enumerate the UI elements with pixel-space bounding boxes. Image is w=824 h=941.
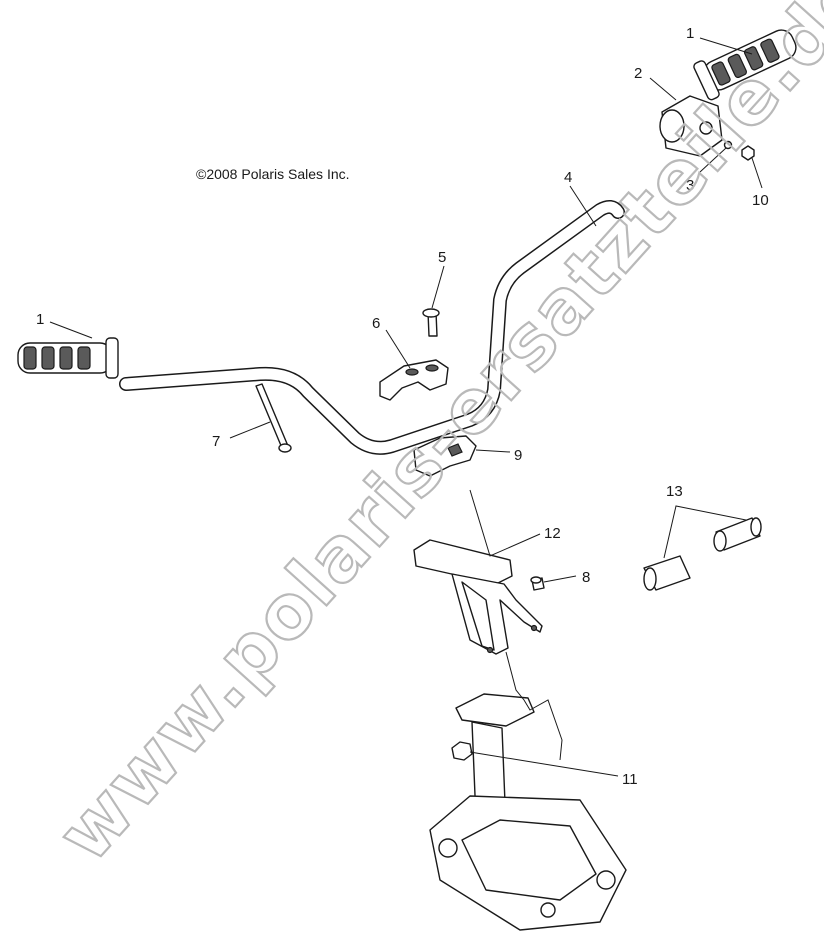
copyright-text: ©2008 Polaris Sales Inc.: [196, 166, 350, 182]
handlebar: [119, 200, 625, 455]
callout-throttle-housing: 2: [634, 65, 642, 82]
callout-nut-small: 10: [752, 192, 769, 209]
watermark-logo: www.polaris-ersatzteile.de: [41, 0, 824, 878]
grip-right: [693, 29, 797, 101]
clamp-top: [379, 359, 449, 401]
callout-bolt-short: 8: [582, 569, 590, 586]
steering-column: [429, 693, 627, 931]
callout-bolt-top: 5: [438, 249, 446, 266]
nut-small: [741, 145, 755, 161]
callout-clamp-bottom: 9: [514, 447, 522, 464]
grip-left: [17, 337, 119, 379]
bolt-short: [530, 576, 545, 591]
bolt-long: [255, 383, 292, 453]
bracket: [413, 539, 543, 655]
callout-bolt-long: 7: [212, 433, 220, 450]
leader-lines: [49, 37, 763, 777]
screw-small: [723, 140, 733, 150]
clamp-bottom: [413, 435, 477, 477]
nut-bottom: [451, 741, 473, 761]
callout-clamp-top: 6: [372, 315, 380, 332]
plug-pair: [643, 517, 762, 591]
callout-nut-bottom: 11: [622, 771, 638, 788]
callout-screw-small: 3: [686, 177, 694, 194]
callout-bracket: 12: [544, 525, 561, 542]
bolt-top: [422, 308, 440, 337]
callout-grip-right: 1: [686, 25, 694, 42]
callout-plug-pair: 13: [666, 483, 683, 500]
callout-grip-left: 1: [36, 311, 44, 328]
callout-handlebar: 4: [564, 169, 572, 186]
throttle-housing: [659, 95, 723, 157]
